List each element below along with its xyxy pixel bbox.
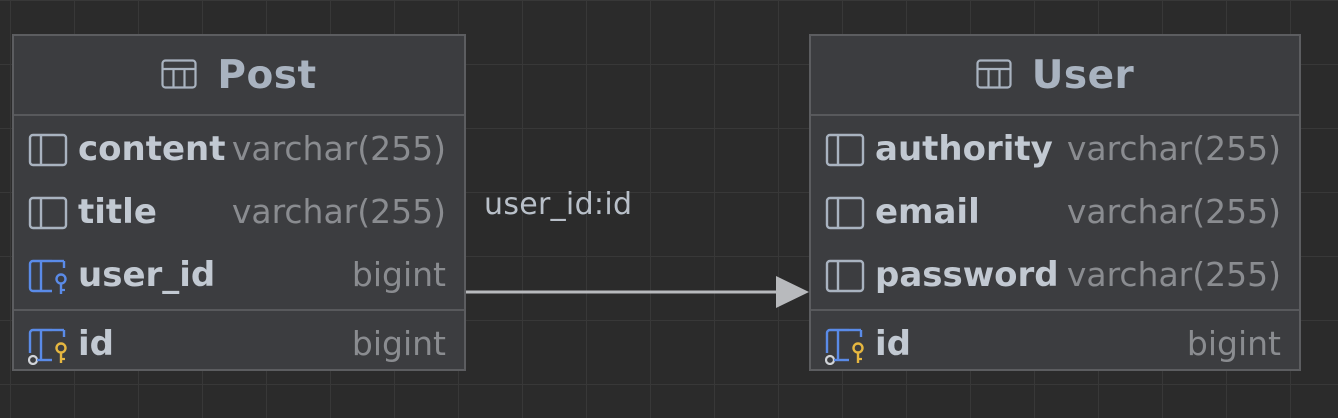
column-name: password	[875, 255, 1059, 295]
column-type: varchar(255)	[231, 129, 446, 168]
primary-key-column-icon	[825, 328, 864, 365]
column-row-email[interactable]: email varchar(255)	[811, 180, 1299, 243]
relation-label: user_id:id	[484, 187, 633, 222]
table-title: Post	[217, 52, 317, 98]
column-icon	[28, 196, 68, 230]
column-name: title	[78, 192, 157, 232]
table-header: Post	[14, 36, 464, 116]
table-title: User	[1031, 52, 1135, 98]
column-name: id	[78, 324, 114, 364]
column-row-authority[interactable]: authority varchar(255)	[811, 117, 1299, 180]
column-row-title[interactable]: title varchar(255)	[14, 180, 464, 243]
column-type: bigint	[351, 324, 446, 363]
column-row-user-id[interactable]: user_id bigint	[14, 243, 464, 306]
column-icon	[825, 259, 865, 293]
column-name: user_id	[78, 255, 216, 295]
primary-key-divider	[811, 309, 1299, 311]
column-row-id[interactable]: id bigint	[14, 312, 464, 374]
foreign-key-column-icon	[28, 259, 67, 294]
column-type: bigint	[351, 255, 446, 294]
table-user[interactable]: User authority varchar(255) email varcha…	[809, 34, 1301, 371]
primary-key-column-icon	[28, 328, 67, 365]
table-icon	[161, 59, 197, 89]
column-type: varchar(255)	[1066, 255, 1281, 294]
primary-key-divider	[14, 309, 464, 311]
column-icon	[825, 196, 865, 230]
column-name: authority	[875, 129, 1053, 169]
column-icon	[825, 133, 865, 167]
column-type: bigint	[1186, 324, 1281, 363]
column-name: content	[78, 129, 226, 169]
column-type: varchar(255)	[1066, 129, 1281, 168]
table-post[interactable]: Post content varchar(255) title varchar(…	[12, 34, 466, 371]
column-type: varchar(255)	[1066, 192, 1281, 231]
relation-arrowhead	[776, 276, 809, 308]
column-name: id	[875, 324, 911, 364]
column-icon	[28, 133, 68, 167]
column-row-password[interactable]: password varchar(255)	[811, 243, 1299, 306]
column-name: email	[875, 192, 980, 232]
column-row-id[interactable]: id bigint	[811, 312, 1299, 374]
table-header: User	[811, 36, 1299, 116]
table-icon	[976, 59, 1012, 89]
column-row-content[interactable]: content varchar(255)	[14, 117, 464, 180]
column-type: varchar(255)	[231, 192, 446, 231]
